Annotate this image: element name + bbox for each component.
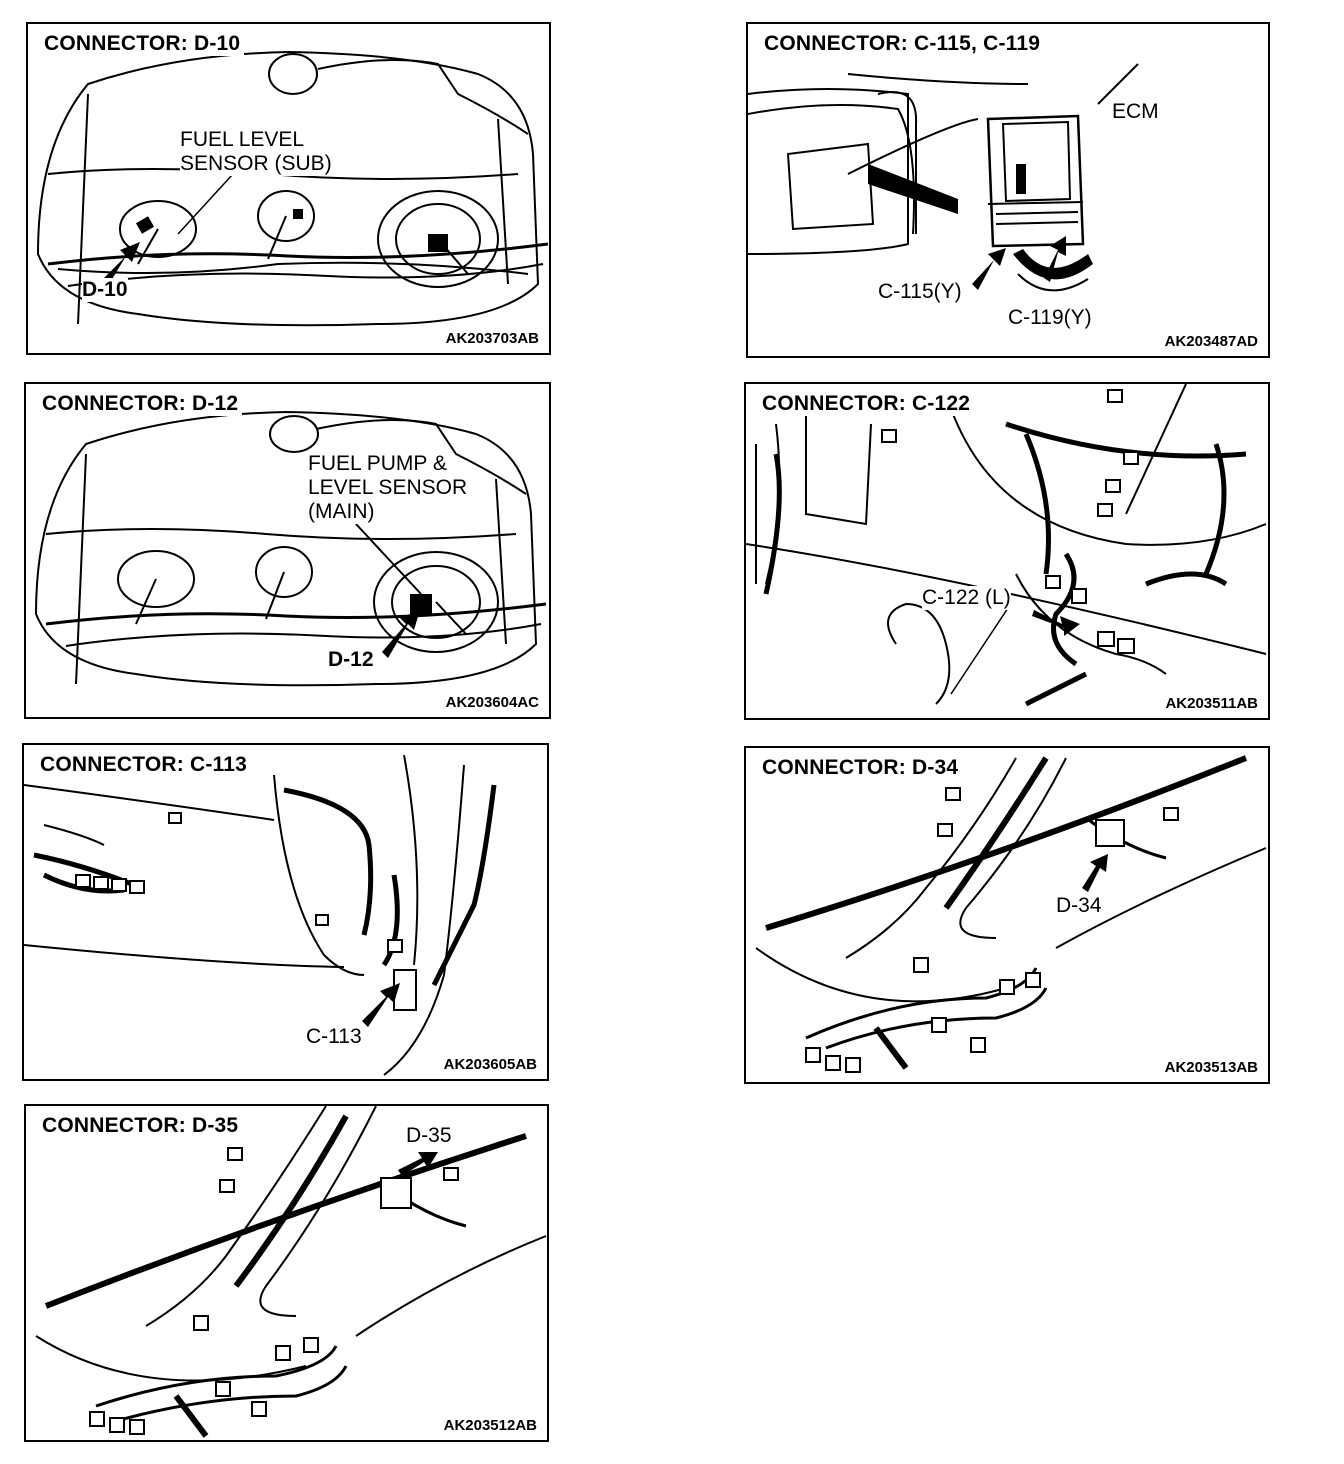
figure-code: AK203604AC xyxy=(445,694,539,711)
connector-label: C-115(Y) xyxy=(878,280,962,304)
connector-title: CONNECTOR: D-12 xyxy=(42,392,243,416)
harness-drawing xyxy=(24,754,497,1076)
fuel-tank-drawing xyxy=(36,50,549,327)
connector-title: CONNECTOR: D-34 xyxy=(762,756,963,780)
callout-label: FUEL PUMP & xyxy=(308,452,447,476)
fuel-tank-drawing xyxy=(34,410,547,687)
figure-code: AK203512AB xyxy=(443,1417,537,1434)
callout-label: FUEL LEVEL xyxy=(180,128,305,152)
connector-label: C-113 xyxy=(306,1025,362,1049)
connector-title: CONNECTOR: C-122 xyxy=(762,392,975,416)
figure-code: AK203511AB xyxy=(1165,695,1258,712)
callout-label: LEVEL SENSOR xyxy=(308,476,468,500)
connector-label: D-12 xyxy=(328,648,374,672)
callout-label: (MAIN) xyxy=(308,500,375,524)
figure-code: AK203487AD xyxy=(1164,333,1258,350)
connector-title: CONNECTOR: D-35 xyxy=(42,1114,243,1138)
figure-code: AK203605AB xyxy=(443,1056,537,1073)
panel-connector-c113: CONNECTOR: C-113 C-113 AK203605AB xyxy=(22,743,549,1081)
panel-connector-d34: CONNECTOR: D-34 D-34 AK203513AB xyxy=(744,746,1270,1084)
connector-label: D-35 xyxy=(406,1124,452,1147)
panel-connector-d10: CONNECTOR: D-10 FUEL LEVEL SENSOR (SUB) … xyxy=(26,22,551,355)
callout-label: SENSOR (SUB) xyxy=(180,152,332,176)
connector-label: C-122 (L) xyxy=(922,586,1011,610)
figure-code: AK203703AB xyxy=(445,330,539,347)
connector-title: CONNECTOR: D-10 xyxy=(44,32,245,56)
connector-title: CONNECTOR: C-113 xyxy=(40,753,252,777)
connector-label: D-34 xyxy=(1056,894,1102,917)
panel-connector-d12: CONNECTOR: D-12 FUEL PUMP & LEVEL SENSOR… xyxy=(24,382,551,719)
component-label: ECM xyxy=(1112,100,1159,123)
connector-label: D-10 xyxy=(82,278,128,302)
ecm-drawing xyxy=(748,63,1139,292)
panel-connector-c115-c119: CONNECTOR: C-115, C-119 ECM C-115(Y) C-1… xyxy=(746,22,1270,358)
panel-connector-d35: CONNECTOR: D-35 D-35 AK203512AB xyxy=(24,1104,549,1442)
panel-connector-c122: CONNECTOR: C-122 C-122 (L) AK203511AB xyxy=(744,382,1270,720)
harness-drawing xyxy=(755,755,1267,1073)
connector-label: C-119(Y) xyxy=(1008,306,1092,330)
harness-drawing xyxy=(746,384,1267,707)
harness-drawing xyxy=(35,1106,547,1438)
connector-title: CONNECTOR: C-115, C-119 xyxy=(764,32,1045,56)
figure-code: AK203513AB xyxy=(1164,1059,1258,1076)
